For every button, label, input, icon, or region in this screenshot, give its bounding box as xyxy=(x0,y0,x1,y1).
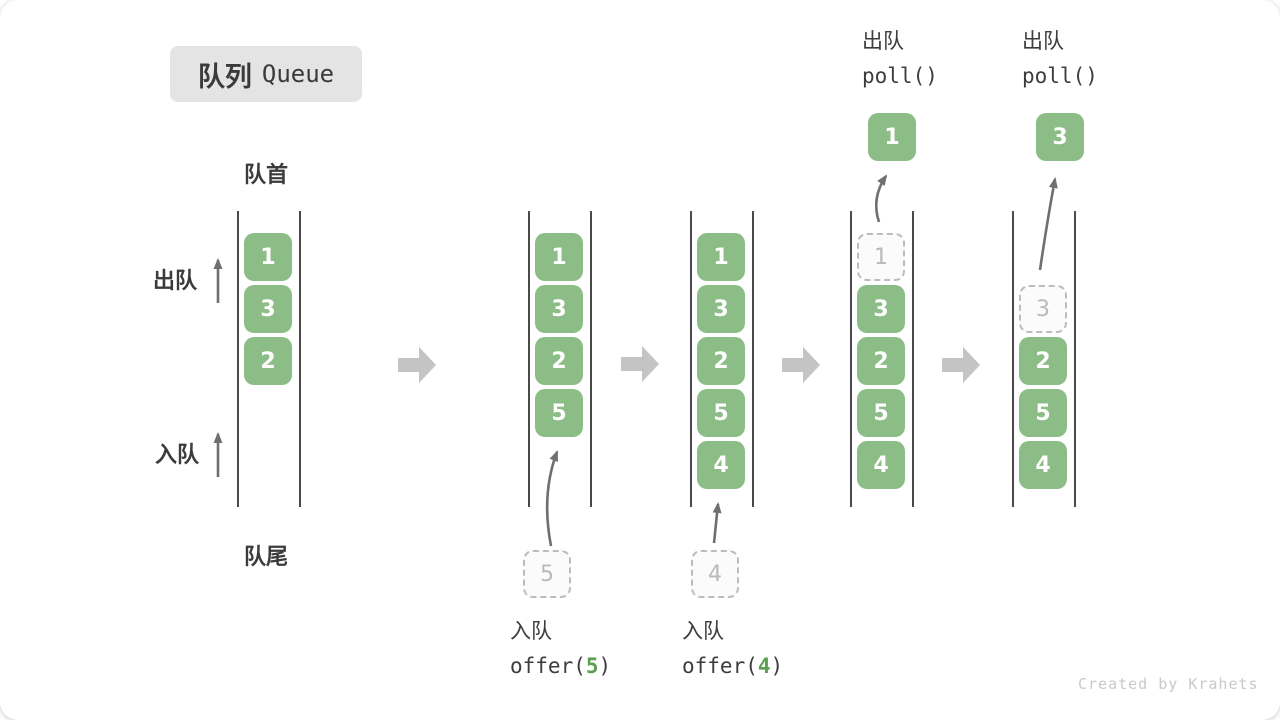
code-suffix: ) xyxy=(598,654,612,678)
op-dequeue-3: 出队 poll() xyxy=(1022,29,1098,89)
queue-slot: 2 xyxy=(244,337,292,385)
op-enqueue-4-code: offer(4) xyxy=(682,653,783,679)
op-dequeue-3-label: 出队 xyxy=(1022,30,1064,53)
queue-wall-right xyxy=(1074,211,1076,507)
queue-slot: 2 xyxy=(697,337,745,385)
label-dequeue-side: 出队 xyxy=(153,268,198,293)
op-enqueue-5: 入队 offer(5) xyxy=(510,619,611,679)
queue-wall-right xyxy=(590,211,592,507)
popped-item: 1 xyxy=(868,113,916,161)
queue-slot: 5 xyxy=(697,389,745,437)
dequeue1-arrow xyxy=(874,174,888,223)
queue-slot: 5 xyxy=(535,389,583,437)
step-arrow-1 xyxy=(398,347,436,383)
queue-wall-right xyxy=(912,211,914,507)
step-arrow-2 xyxy=(621,346,659,382)
queue-slot: 2 xyxy=(535,337,583,385)
enqueue5-arrow xyxy=(545,450,559,547)
op-dequeue-1-label: 出队 xyxy=(862,30,904,53)
code-arg: 5 xyxy=(585,654,599,678)
queue-slot: 3 xyxy=(697,285,745,333)
queue-slot: 3 xyxy=(535,285,583,333)
queue-wall-left xyxy=(237,211,239,507)
code-arg: 4 xyxy=(757,654,771,678)
queue-slot: 2 xyxy=(1019,337,1067,385)
queue-slot: 1 xyxy=(697,233,745,281)
queue-slot: 3 xyxy=(857,285,905,333)
op-enqueue-4-label: 入队 xyxy=(682,620,724,643)
queue-wall-right xyxy=(299,211,301,507)
queue-wall-left xyxy=(850,211,852,507)
queue-slot-dashed: 1 xyxy=(857,233,905,281)
queue-slot: 1 xyxy=(535,233,583,281)
label-queue-front: 队首 xyxy=(244,162,289,187)
watermark: Created by Krahets xyxy=(1078,675,1259,693)
op-dequeue-3-code: poll() xyxy=(1022,64,1098,88)
queue-wall-left xyxy=(690,211,692,507)
op-enqueue-4: 入队 offer(4) xyxy=(682,619,783,679)
code-prefix: offer( xyxy=(510,654,586,678)
queue-slot-dashed: 3 xyxy=(1019,285,1067,333)
queue-slot: 4 xyxy=(697,441,745,489)
title-zh: 队列 xyxy=(197,61,252,92)
op-dequeue-1: 出队 poll() xyxy=(862,29,938,89)
op-enqueue-5-code: offer(5) xyxy=(510,653,611,679)
code-suffix: ) xyxy=(770,654,784,678)
step-arrow-4 xyxy=(942,347,980,383)
queue-slot: 1 xyxy=(244,233,292,281)
op-dequeue-1-code: poll() xyxy=(862,64,938,88)
label-queue-rear: 队尾 xyxy=(244,544,289,569)
code-prefix: offer( xyxy=(682,654,758,678)
dequeue3-arrow xyxy=(1038,177,1058,271)
queue-wall-left xyxy=(1012,211,1014,507)
incoming-item: 4 xyxy=(691,550,739,598)
popped-item: 3 xyxy=(1036,113,1084,161)
step-arrow-3 xyxy=(782,347,820,383)
queue-slot: 4 xyxy=(1019,441,1067,489)
label-enqueue-side: 入队 xyxy=(155,442,200,467)
queue-wall-left xyxy=(528,211,530,507)
incoming-item: 5 xyxy=(523,550,571,598)
queue-wall-right xyxy=(752,211,754,507)
queue-slot: 4 xyxy=(857,441,905,489)
title-box: 队列 Queue xyxy=(170,46,362,102)
queue-slot: 5 xyxy=(1019,389,1067,437)
enqueue4-arrow xyxy=(712,502,722,544)
queue-slot: 3 xyxy=(244,285,292,333)
queue-slot: 5 xyxy=(857,389,905,437)
title-en: Queue xyxy=(261,60,335,88)
op-enqueue-5-label: 入队 xyxy=(510,620,552,643)
queue-slot: 2 xyxy=(857,337,905,385)
